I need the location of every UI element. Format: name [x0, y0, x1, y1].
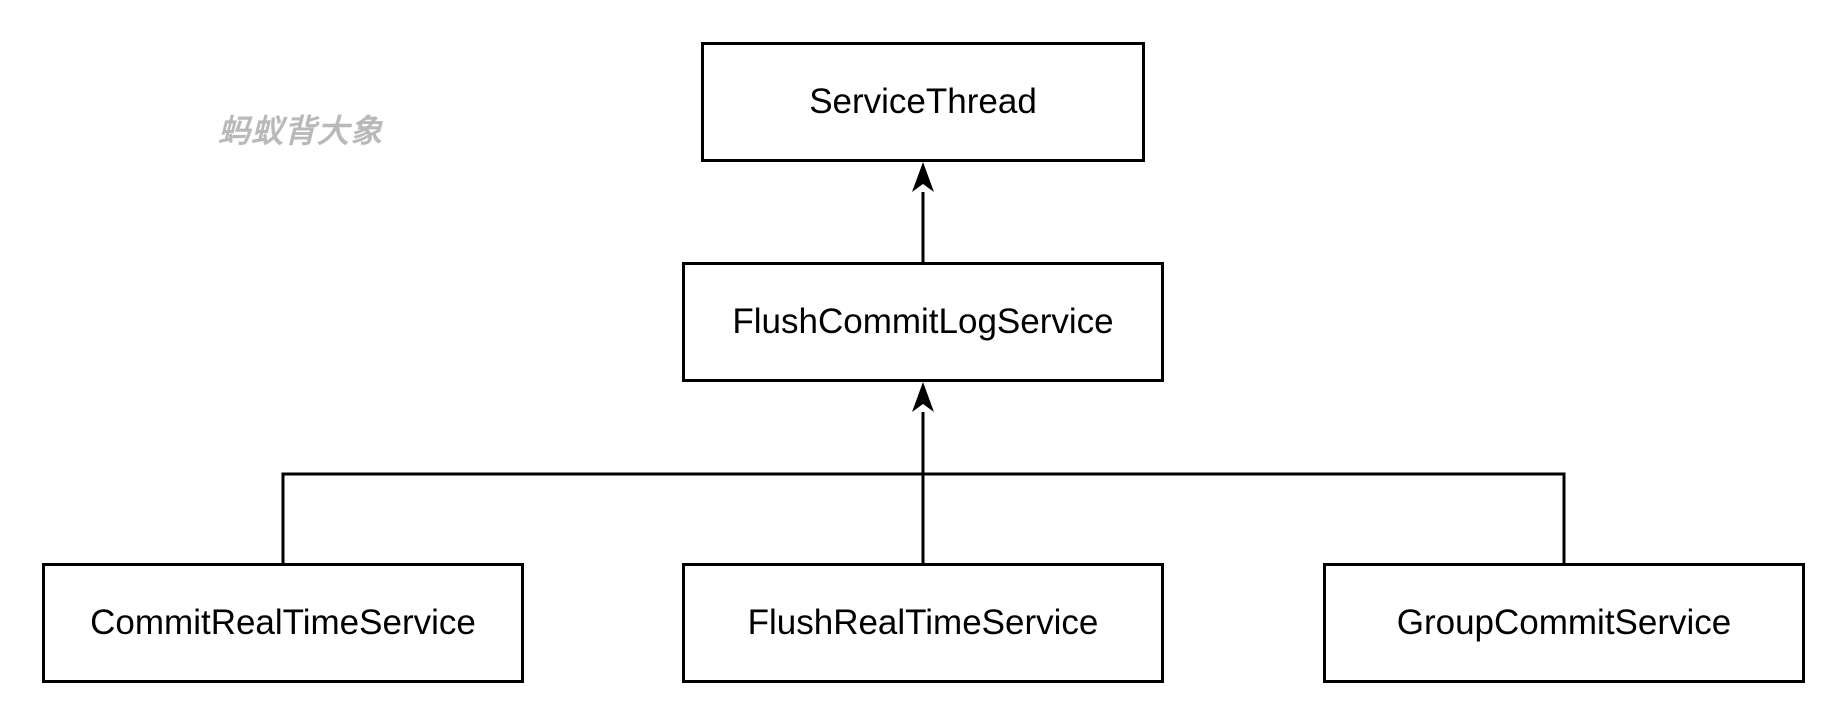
flush-commit-log-service-node: FlushCommitLogService [682, 262, 1164, 382]
group-commit-service-node: GroupCommitService [1323, 563, 1805, 683]
edge-commit-real-time-to-flush-commit-log [281, 472, 923, 563]
arrowhead-flush-commit-log-service [912, 382, 934, 412]
edge-group-commit-to-flush-commit-log [923, 472, 1566, 563]
flush-commit-log-service-label: FlushCommitLogService [732, 302, 1114, 341]
flush-real-time-service-label: FlushRealTimeService [747, 603, 1099, 642]
watermark-text: 蚂蚁背大象 [218, 112, 384, 150]
service-thread-label: ServiceThread [809, 82, 1037, 121]
arrowhead-service-thread [912, 162, 934, 192]
flush-real-time-service-node: FlushRealTimeService [682, 563, 1164, 683]
commit-real-time-service-label: CommitRealTimeService [90, 603, 476, 642]
group-commit-service-label: GroupCommitService [1396, 603, 1732, 642]
service-thread-node: ServiceThread [701, 42, 1145, 162]
commit-real-time-service-node: CommitRealTimeService [42, 563, 524, 683]
